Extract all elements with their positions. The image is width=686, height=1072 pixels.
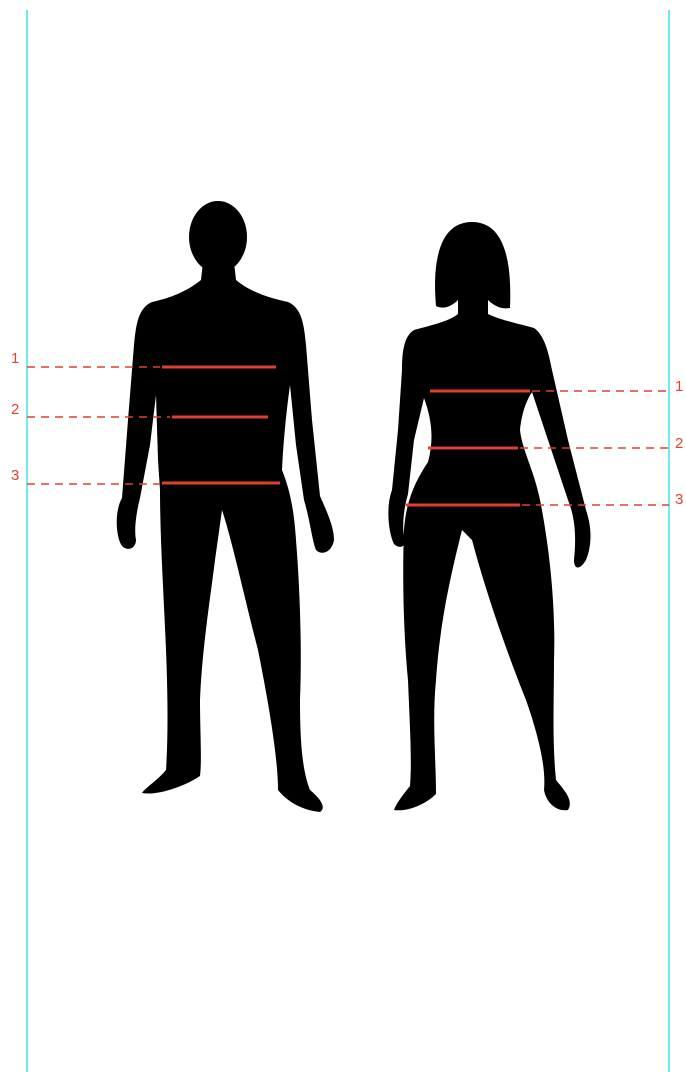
female-silhouette [388,222,590,810]
male-body [117,262,334,812]
female-measure-1-label: 1 [675,378,683,395]
female-head [435,222,510,308]
female-measure-3-label: 3 [675,491,683,508]
female-measure-2-label: 2 [675,435,683,452]
male-measure-1-label: 1 [11,350,19,367]
male-silhouette [117,201,334,812]
male-measure-2-label: 2 [11,401,19,418]
female-body [388,300,590,810]
male-measure-3-label: 3 [11,467,19,484]
